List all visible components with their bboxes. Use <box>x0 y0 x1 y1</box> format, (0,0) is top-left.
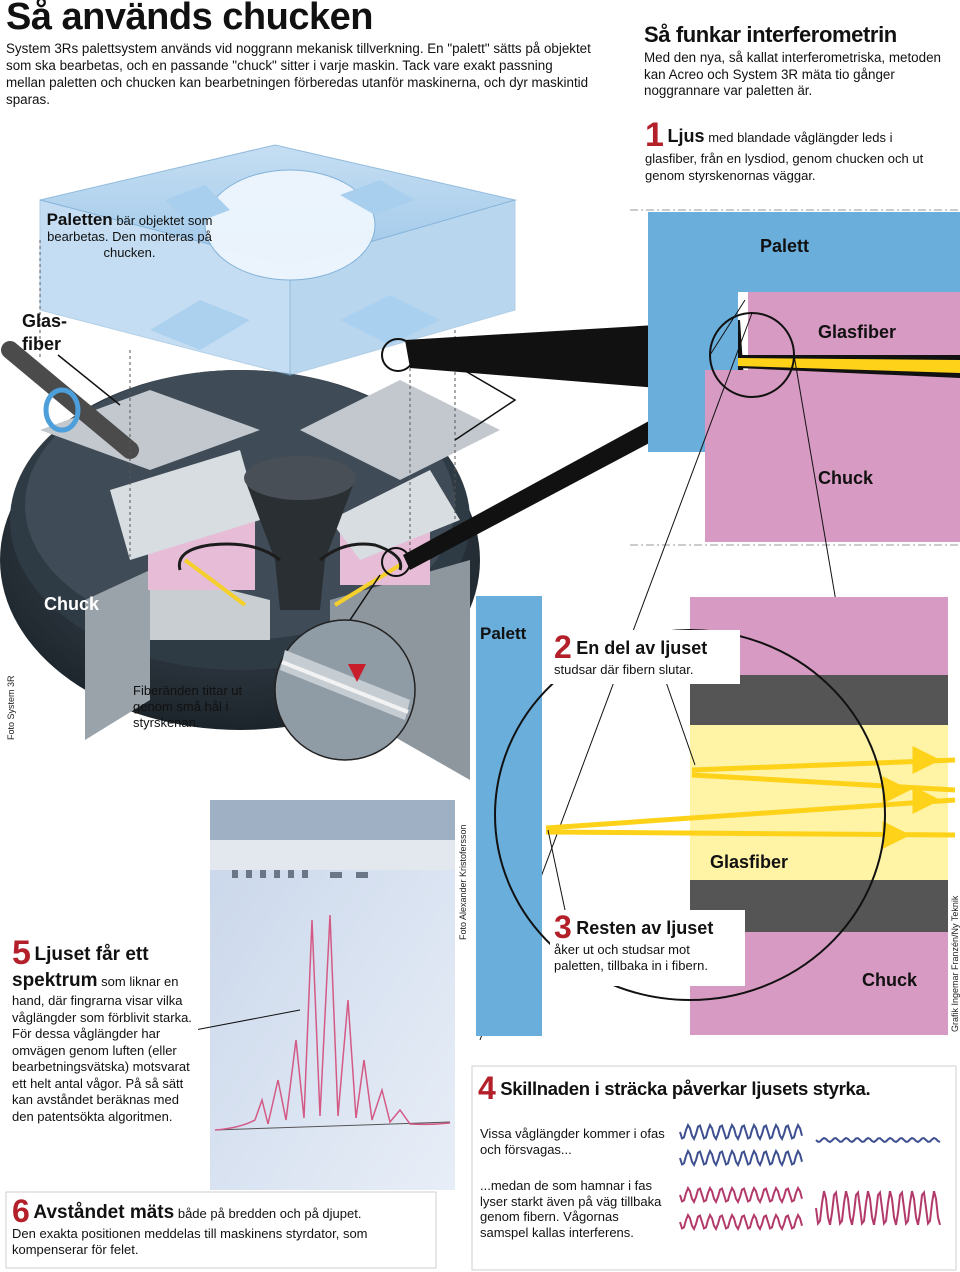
step4-text-a: Vissa våglängder kommer i ofas och försv… <box>480 1126 665 1157</box>
step6-heading: Avståndet mäts <box>33 1202 175 1223</box>
step2-number: 2 <box>554 629 572 665</box>
right-title: Så funkar interferometrin <box>644 22 897 47</box>
page-title: Så används chucken <box>6 0 373 38</box>
step6-text: både på bredden och på djupet. <box>177 1206 362 1221</box>
step1-box: 1 Ljus med blandade våglängder leds i gl… <box>641 116 939 196</box>
step5-leader <box>194 1009 301 1031</box>
step3-text: åker ut och studsar mot paletten, tillba… <box>554 942 708 973</box>
step1-heading: Ljus <box>667 126 705 146</box>
cross-section-top <box>479 209 960 1041</box>
step4-heading-row: 4 Skillnaden i sträcka påverkar ljusets … <box>478 1072 954 1104</box>
chuck-label-left: Chuck <box>44 594 100 614</box>
spectrum-photo <box>210 800 455 1190</box>
pallet-illustration <box>39 144 517 560</box>
step4-text-b: ...medan de som hamnar i fas lyser stark… <box>480 1178 662 1240</box>
step2-heading: En del av ljuset <box>576 638 708 658</box>
glasfiber-label: Glas- fiber <box>22 310 67 356</box>
paletten-text: bär objektet som bearbetas. Den monteras… <box>47 213 213 260</box>
step5-number: 5 <box>12 934 31 972</box>
step2-text: studsar där fibern slutar. <box>554 662 694 677</box>
step3-number: 3 <box>554 909 572 945</box>
palett-label-top: Palett <box>760 236 810 256</box>
credit-photo-mid: Foto Alexander Kristofersson <box>458 824 468 940</box>
step4-heading: Skillnaden i sträcka påverkar ljusets st… <box>500 1078 871 1099</box>
step6-text2: Den exakta positionen meddelas till mask… <box>12 1226 368 1257</box>
paletten-bold: Paletten <box>46 210 113 229</box>
step5-heading: Ljuset får ett spektrum <box>12 944 149 991</box>
chuck-label-top: Chuck <box>818 468 874 488</box>
glasfiber-label-bottom: Glasfiber <box>710 852 789 872</box>
step3-box: 3 Resten av ljuset åker ut och studsar m… <box>550 910 745 986</box>
step1-text: med blandade våglängder leds i glasfiber… <box>645 130 924 183</box>
step5-box: 5 Ljuset får ett spektrum som liknar en … <box>8 935 198 1180</box>
paletten-label: Paletten bär objektet som bearbetas. Den… <box>42 210 217 261</box>
step4-number: 4 <box>478 1070 496 1106</box>
chuck-label-bottom: Chuck <box>862 970 918 990</box>
step6-number: 6 <box>12 1193 30 1229</box>
glasfiber-label-top: Glasfiber <box>818 322 897 342</box>
chuck-illustration <box>0 341 500 780</box>
fiber-end-closeup <box>274 619 416 761</box>
right-intro-text: Med den nya, så kallat interferometriska… <box>644 50 941 98</box>
step5-text: som liknar en hand, där fingrarna visar … <box>12 974 192 1124</box>
credit-graphic: Grafik Ingemar Franzén/Ny Teknik <box>950 895 960 1032</box>
step6-content: 6 Avståndet mäts både på bredden och på … <box>12 1193 434 1258</box>
step2-box: 2 En del av ljuset studsar där fibern sl… <box>550 630 740 684</box>
left-leader-lines <box>57 354 517 441</box>
intro-text: System 3Rs palettsystem används vid nogg… <box>6 41 591 107</box>
fiberanden-label: Fiberänden tittar ut genom små hål i sty… <box>133 683 243 730</box>
step6-box <box>5 1191 437 1269</box>
credit-photo-left: Foto System 3R <box>6 675 16 740</box>
palett-label-bottom: Palett <box>480 624 527 643</box>
step1-number: 1 <box>645 116 664 154</box>
glasfiber-line2: fiber <box>22 334 62 354</box>
glasfiber-line1: Glas- <box>22 311 68 331</box>
step3-heading: Resten av ljuset <box>576 918 714 938</box>
wave-panel <box>471 1065 957 1271</box>
